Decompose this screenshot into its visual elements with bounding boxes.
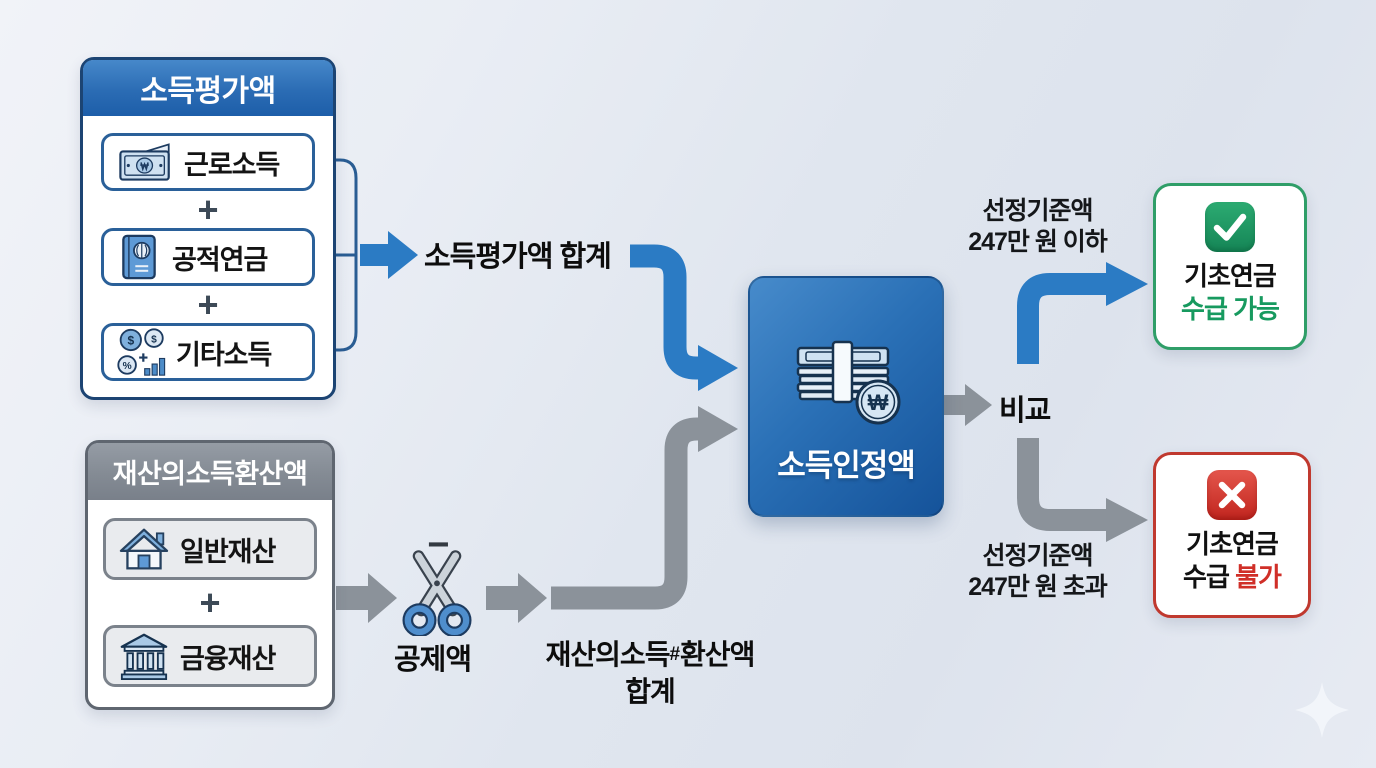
income-item-pension: 공적연금 [101,228,315,286]
house-icon [118,526,170,572]
property-sum-label: 재산의소득#환산액 합계 [528,636,772,710]
recognized-income-label: 소득인정액 [777,448,916,483]
income-box: 소득평가액 근로소득 + [80,57,336,400]
arrow-deduction-out [486,573,547,623]
income-item-label: 공적연금 [172,244,268,275]
condition-ineligible: 선정기준액 247만 원 초과 [948,541,1127,603]
condition-text: 선정기준액 [982,542,1093,570]
property-box: 재산의소득환산액 일반재산 + [85,440,335,710]
compare-label: 비교 [999,395,1051,427]
eligible-box: 기초연금 수급 가능 [1153,183,1307,350]
check-icon [1205,202,1255,252]
arrow-property-out [336,573,397,623]
arrow-income-sum [360,231,418,279]
sparkle-icon [1295,682,1349,738]
income-item-earned: 근로소득 [101,133,315,191]
svg-text:$: $ [151,334,157,345]
arrow-to-eligible [1017,262,1148,364]
condition-eligible: 선정기준액 247만 원 이하 [950,196,1125,258]
income-item-label: 기타소득 [176,339,272,370]
scissors-icon [402,550,472,638]
condition-text: 선정기준액 [982,197,1093,225]
property-box-header: 재산의소득환산액 [88,443,332,500]
svg-text:₩: ₩ [868,390,889,415]
money-stack-icon: ₩ [785,330,907,430]
property-item-label: 금융재산 [180,643,276,674]
deduction-label: 공제액 [394,644,472,676]
condition-text: 247만 원 이하 [968,228,1108,256]
condition-text: 247만 원 초과 [968,573,1108,601]
x-icon [1207,470,1257,520]
svg-text:%: % [123,361,132,372]
minus-sign: − [427,524,449,566]
svg-text:$: $ [127,334,134,348]
property-sum-text: 합계 [625,676,676,707]
arrow-compare [943,384,992,426]
property-sum-text: 환산액 [680,639,755,670]
bank-icon [118,632,170,680]
status-prefix: 수급 [1183,561,1236,592]
coins-chart-icon: $ $ % [116,327,166,377]
ineligible-title: 기초연금 [1186,529,1279,559]
plus-sign: + [197,283,219,325]
hash-glyph: # [669,644,681,665]
ineligible-box: 기초연금 수급 불가 [1153,452,1311,618]
pension-book-icon [116,233,162,281]
plus-sign: + [199,581,221,623]
status-highlight: 불가 [1235,561,1282,592]
arrow-income-to-center [630,244,738,391]
income-item-label: 근로소득 [184,149,280,180]
arrow-property-to-center [551,406,738,610]
income-bracket [333,158,358,352]
banknote-icon [116,140,174,184]
property-item-label: 일반재산 [180,536,276,567]
property-item-financial: 금융재산 [103,625,317,687]
recognized-income-box: ₩ 소득인정액 [748,276,944,517]
income-item-other: $ $ % 기타소득 [101,323,315,381]
arrow-to-ineligible [1017,438,1148,542]
plus-sign: + [197,188,219,230]
ineligible-status: 수급 불가 [1183,561,1282,595]
income-box-header: 소득평가액 [83,60,333,116]
property-sum-text: 재산의소득 [545,639,671,670]
eligible-status: 수급 가능 [1181,293,1280,324]
income-sum-label: 소득평가액 합계 [424,241,612,273]
eligible-title: 기초연금 [1184,261,1277,291]
property-item-general: 일반재산 [103,518,317,580]
